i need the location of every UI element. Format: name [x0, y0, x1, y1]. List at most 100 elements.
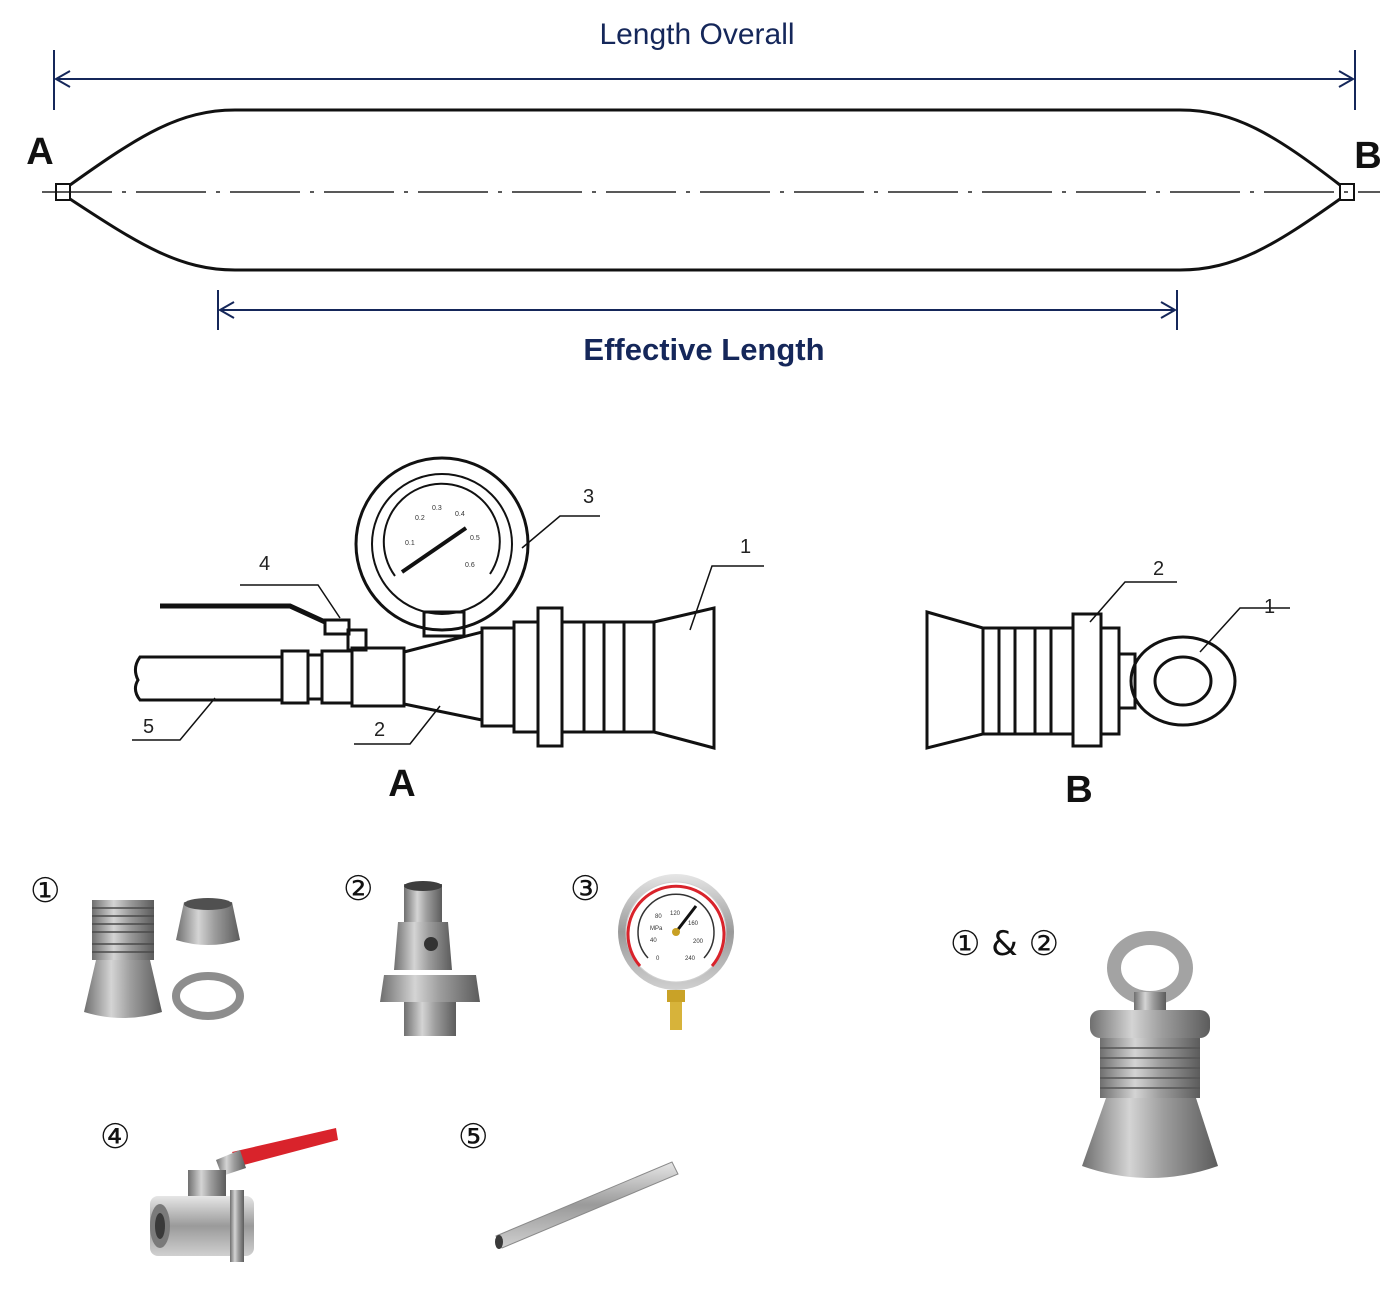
bag-upper-edge	[69, 108, 1341, 187]
gauge-outer-ring	[354, 456, 530, 632]
eye-neck	[1117, 652, 1137, 710]
photo-cone-fitting	[84, 898, 244, 1020]
tube-part	[133, 655, 284, 702]
arrow-left-icon	[217, 301, 235, 319]
end-cap-b	[1339, 183, 1355, 201]
gauge-mark: 80	[655, 914, 662, 920]
gauge-mark: 200	[693, 939, 704, 945]
leader-line	[240, 584, 341, 619]
thread-lines	[92, 907, 154, 953]
detail-b-numbers: 1 2	[1153, 558, 1275, 618]
photo-marker-3: ③	[570, 869, 600, 909]
gauge-mark: 40	[650, 938, 657, 944]
lock-nut	[1090, 1010, 1210, 1038]
gauge-stem-brass	[670, 1002, 682, 1030]
part-number-5: 5	[143, 716, 154, 738]
coupling-ring	[306, 653, 324, 701]
gauge-red-scale	[626, 884, 726, 967]
gauge-scale-arc	[382, 482, 501, 577]
photo-ball-valve	[150, 1128, 338, 1262]
cone-cap	[176, 902, 240, 945]
valve-red-handle	[232, 1128, 338, 1166]
valve-end-cap	[230, 1190, 244, 1262]
bag-lower-edge	[69, 197, 1341, 272]
fitting-ring	[1049, 626, 1075, 736]
tube-opening	[495, 1235, 503, 1249]
gauge-unit: MPa	[650, 926, 663, 932]
fitting-ring	[512, 620, 540, 734]
tee-hex	[380, 975, 480, 1002]
dial-mark: 0.1	[405, 540, 415, 547]
detail-a-drawing	[133, 456, 716, 750]
part-number-4: 4	[259, 553, 270, 575]
fitting-flange	[1071, 612, 1103, 748]
part-number-2: 2	[1153, 558, 1164, 580]
end-b-label: B	[1354, 135, 1381, 177]
part-number-2: 2	[374, 719, 385, 741]
detail-a-label: A	[388, 763, 415, 805]
valve-stem-nut	[188, 1170, 226, 1198]
photo-marker-1: ①	[30, 871, 60, 911]
tee-body	[350, 646, 406, 708]
fitting-ring	[560, 620, 586, 734]
tee-side-port	[424, 937, 438, 951]
detail-a-numbers: 1 2 3 4 5	[143, 486, 751, 741]
fitting-ring	[622, 620, 656, 734]
tee-thread-bottom	[404, 1002, 456, 1036]
leader-line	[1199, 607, 1290, 653]
cone-end	[925, 610, 985, 750]
detail-b-leaders	[1089, 581, 1290, 653]
dial-mark: 0.4	[455, 511, 465, 518]
tee-body	[394, 922, 452, 970]
dial-mark: 0.2	[415, 515, 425, 522]
gauge-black-scale	[637, 893, 715, 959]
thread-lines	[1100, 1047, 1200, 1089]
photo-markers: ① ② ③ ④ ⑤ ① & ②	[30, 869, 1059, 1157]
tee-bore	[404, 881, 442, 891]
valve-stem	[323, 618, 351, 636]
dial-mark: 0.6	[465, 562, 475, 569]
leader-line	[521, 515, 600, 549]
gauge-stem	[422, 610, 466, 638]
tube-coupling	[280, 649, 310, 705]
gauge-needle	[674, 905, 698, 933]
end-a-label: A	[26, 131, 53, 173]
detail-b-label: B	[1065, 769, 1092, 811]
eye-bolt-ring	[1129, 635, 1237, 727]
gauge-mark: 120	[670, 911, 681, 917]
detail-b-drawing	[925, 610, 1237, 750]
valve-body	[320, 649, 354, 705]
valve-handle-arm	[216, 1150, 246, 1176]
part-number-1: 1	[740, 536, 751, 558]
leader-line	[1089, 581, 1177, 623]
fitting-ring	[981, 626, 1001, 736]
arrow-left-icon	[53, 70, 71, 88]
cone-base	[84, 960, 162, 1018]
valve-handle	[160, 603, 327, 625]
leader-line	[354, 705, 441, 745]
fitting-ring	[582, 620, 606, 734]
leader-line	[689, 565, 764, 631]
arrow-right-icon	[1338, 70, 1356, 88]
fitting-ring	[1033, 626, 1053, 736]
valve-bore	[155, 1213, 165, 1239]
cap-opening	[184, 898, 232, 910]
cone-end	[653, 606, 716, 750]
tube-body	[495, 1161, 679, 1249]
airbag-outline-diagram: Length Overall A B Effective Length	[26, 18, 1381, 367]
length-overall-label: Length Overall	[599, 18, 794, 51]
photo-tee-connector	[380, 881, 480, 1036]
gauge-mark: 160	[688, 921, 699, 927]
gauge-mark: 240	[685, 956, 696, 962]
threaded-body	[92, 900, 154, 960]
photo-pressure-gauge: MPa 120 160 200 240 80 40 0	[618, 874, 734, 1030]
eye-bolt-ring	[1107, 931, 1193, 1005]
tee-cone	[403, 630, 484, 722]
photo-marker-4: ④	[100, 1117, 130, 1157]
photo-steel-tube	[495, 1161, 679, 1249]
cone-base	[1082, 1098, 1218, 1178]
gauge-needle	[400, 526, 468, 574]
photo-marker-1-and-2: ① & ②	[950, 924, 1059, 964]
gauge-hex-brass	[667, 990, 685, 1002]
